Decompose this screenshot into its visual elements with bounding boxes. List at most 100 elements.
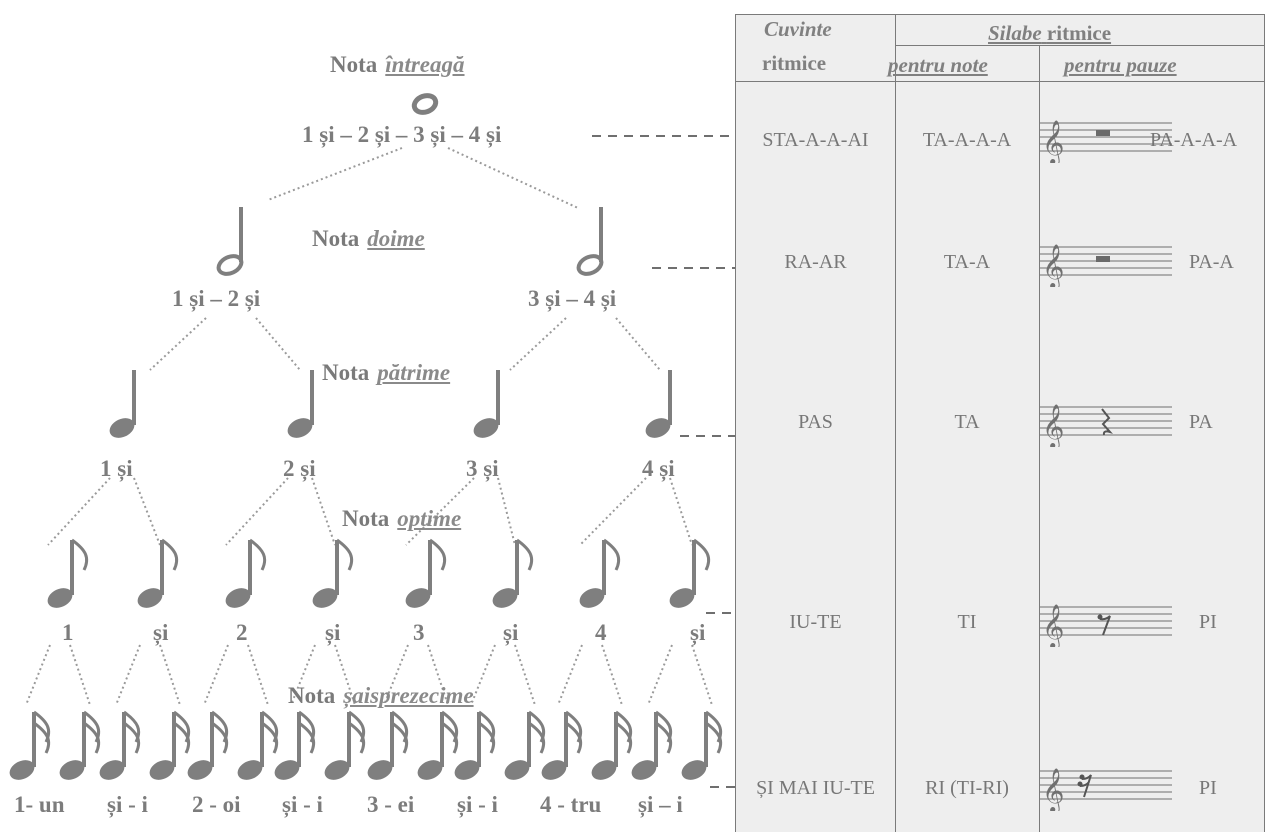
count-eighth: și [503, 620, 519, 645]
connector-line [383, 644, 409, 706]
note-flag [528, 721, 546, 754]
sixteenth-note-symbol [187, 710, 229, 780]
eighth-rest-icon [1097, 614, 1111, 636]
rest-staff-quarter: 𝄞 [1040, 404, 1172, 447]
note-head [312, 588, 338, 608]
count-quarter: 4 și [642, 456, 675, 481]
note-flag [211, 721, 229, 754]
connector-line [203, 644, 229, 706]
level-prefix: Nota [312, 226, 360, 251]
half-note-symbol [216, 207, 244, 276]
note-symbols [9, 93, 723, 780]
level-title-eighth: Nota optime [342, 506, 461, 532]
connector-line [447, 147, 579, 209]
row-words: STA-A-A-AI [762, 129, 869, 151]
note-flag [655, 721, 673, 754]
note-head [454, 760, 480, 780]
connector-line [267, 147, 403, 201]
row-words: IU-TE [789, 611, 842, 633]
count-sixteenth: 1- un [14, 792, 65, 817]
connector-line [290, 644, 316, 706]
connector-line [247, 644, 269, 706]
note-head [237, 760, 263, 780]
note-head [367, 760, 393, 780]
rest-stroke [1099, 615, 1111, 636]
note-flag [348, 721, 366, 754]
sixteenth-note-symbol [59, 710, 101, 780]
treble-clef-icon: 𝄞 [1042, 768, 1064, 811]
connector-line [497, 477, 516, 546]
sixteenth-note-symbol [504, 710, 546, 780]
connector-line [669, 477, 693, 546]
note-head [47, 588, 73, 608]
rest-stroke [1079, 774, 1092, 798]
level-name-sixteenth: șaisprezecime [343, 683, 474, 708]
row-rests: PA [1189, 411, 1213, 433]
eighth-note-symbol [405, 538, 447, 608]
level-name-eighth: optime [397, 506, 462, 531]
note-flag [336, 538, 354, 571]
connector-line [691, 644, 713, 706]
row-words: RA-AR [784, 251, 847, 273]
sixteenth-note-symbol [631, 710, 673, 780]
row-notes: TA-A-A-A [922, 129, 1012, 151]
row-notes: RI (TI-RI) [925, 777, 1009, 799]
rest-staff-half: 𝄞 [1040, 244, 1172, 287]
treble-clef-icon: 𝄞 [1042, 604, 1064, 647]
note-flag [705, 721, 723, 754]
count-sixteenth: și - i [282, 792, 323, 817]
connector-line [255, 317, 301, 371]
row-notes: TI [957, 611, 977, 633]
connector-line [615, 317, 661, 371]
whole-note-symbol [411, 93, 439, 115]
note-flag [693, 538, 711, 571]
note-head [405, 588, 431, 608]
header-words-line1: Cuvinte [764, 17, 832, 42]
whole-rest-icon [1096, 130, 1110, 136]
note-head [669, 588, 695, 608]
count-quarter: 3 și [466, 456, 499, 481]
header-syllables-group: Silabe ritmice [988, 21, 1111, 46]
note-head [287, 418, 313, 438]
quarter-note-symbol [473, 370, 500, 438]
header-for-rests: pentru pauze [1064, 53, 1177, 78]
sixteenth-note-symbol [681, 710, 723, 780]
note-flag [71, 538, 89, 571]
note-flag [33, 721, 51, 754]
column-divider [1039, 45, 1040, 832]
count-eighth: 1 [62, 620, 74, 645]
note-flag [603, 538, 621, 571]
sixteenth-note-symbol [454, 710, 496, 780]
sixteenth-note-symbol [324, 710, 366, 780]
note-head [681, 760, 707, 780]
note-head [137, 588, 163, 608]
connector-line [159, 644, 181, 706]
count-eighth: 3 [413, 620, 425, 645]
rest-staff-sixteenth: 𝄞 [1040, 768, 1172, 811]
eighth-note-symbol [312, 538, 354, 608]
note-head [631, 760, 657, 780]
note-head [473, 418, 499, 438]
eighth-note-symbol [137, 538, 179, 608]
sixteenth-note-symbol [274, 710, 316, 780]
row-rests: PI [1199, 611, 1217, 633]
note-head [541, 760, 567, 780]
row-notes: TA [954, 411, 980, 433]
note-flag [83, 721, 101, 754]
rest-staff-whole: 𝄞 [1040, 120, 1172, 163]
sixteenth-note-symbol [541, 710, 583, 780]
note-flag [173, 721, 191, 754]
sixteenth-note-symbol [149, 710, 191, 780]
level-prefix: Nota [342, 506, 390, 531]
note-head [99, 760, 125, 780]
eighth-note-symbol [669, 538, 711, 608]
level-prefix: Nota [330, 52, 378, 77]
note-flag [261, 721, 279, 754]
connector-line [514, 644, 536, 706]
sixteenth-note-symbol [367, 710, 409, 780]
connector-line [470, 644, 496, 706]
column-divider [895, 15, 896, 832]
quarter-note-symbol [645, 370, 672, 438]
